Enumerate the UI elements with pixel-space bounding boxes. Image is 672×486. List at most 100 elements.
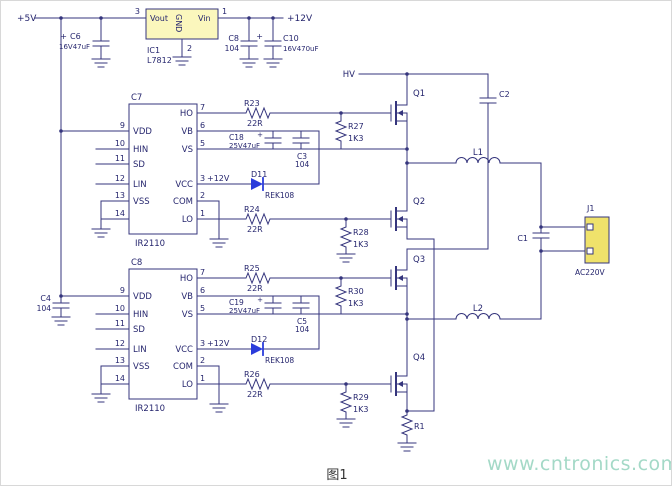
driver1-pin-number: 13 [115,191,125,200]
junction-dot [404,316,410,322]
driver2-pin-number: 5 [200,304,205,313]
driver1-pin-number: 6 [200,121,205,130]
driver2-pin-number: 1 [200,374,205,383]
diode-d11 [250,177,264,191]
j1-ref: J1 [586,204,594,213]
wire-bridge-output [358,73,586,444]
junction-dot [338,275,344,281]
diode-d12 [250,342,264,356]
driver2-pin-label-sd: SD [133,325,145,335]
capacitor-c1 [532,232,550,239]
q3-ref: Q3 [413,255,425,265]
driver1-pin-number: 5 [200,139,205,148]
junction-dot [404,408,410,414]
driver1-pin-number: 3 [200,174,205,183]
driver2-pin-label-lo: LO [182,380,193,390]
c2-ref: C2 [499,90,510,99]
ground-symbol [397,442,417,452]
ground-symbol [239,58,259,68]
ground-symbol [336,418,356,428]
c6-value: 16V47uF [59,43,90,51]
schematic-labels: +5V +12V 3 1 2 Vout Vin GND IC1 L7812 + … [17,7,672,483]
driver2-pin-number: 7 [200,268,205,277]
l1-ref: L1 [473,148,483,158]
junction-dot [343,381,349,387]
inductor-l2 [455,313,501,320]
d11-value: REK108 [265,191,294,200]
r1-ref: R1 [414,422,425,431]
c6-ref: C6 [70,32,81,41]
mosfet-q1 [390,101,408,125]
ic1-gnd-label: GND [174,14,183,32]
driver2-ref: C8 [131,258,142,268]
junction-dot [58,15,64,21]
r30-ref: R30 [348,287,364,296]
wire-driver2 [95,277,408,420]
resistor-r28 [340,224,352,250]
capacitor-c8 [240,40,258,47]
driver1-pin-label-lo: LO [182,215,193,225]
driver2-pin-label-lin: LIN [133,345,147,355]
junction-dot [338,110,344,116]
connector-j1-pin1 [586,223,594,231]
junction-dot [538,224,544,230]
capacitor-c3 [292,137,310,144]
driver2-12v-label: +12V [207,339,230,348]
driver1-pin-number: 14 [115,209,125,218]
driver1-pin-number: 10 [115,139,125,148]
ground-symbol [91,58,111,68]
r28-value: 1K3 [353,240,368,249]
driver1-pin-label-hin: HIN [133,145,148,155]
driver1-pin-label-ho: HO [180,109,193,119]
driver1-pin-label-vdd: VDD [133,127,152,137]
driver1-ic-body [128,103,198,235]
j1-value: AC220V [575,268,606,277]
r25-value: 22R [247,284,263,293]
resistor-r24 [243,213,273,225]
r28-ref: R28 [353,228,369,237]
resistor-r25 [243,272,273,284]
c18-value: 25V47uF [229,142,260,150]
driver2-pin-label-ho: HO [180,274,193,284]
d12-ref: D12 [251,335,267,344]
r24-value: 22R [247,225,263,234]
r23-ref: R23 [244,99,260,108]
driver1-12v-label: +12V [207,174,230,183]
driver2-part: IR2110 [135,404,165,414]
connector-j1-body [584,216,610,264]
ic1-regulator-body [145,8,219,40]
c6-polarity: + [60,32,67,41]
junction-dot [404,146,410,152]
c18-polarity: + [257,131,263,139]
r29-value: 1K3 [353,405,368,414]
ground-symbol [209,238,229,248]
driver2-pin-label-vss: VSS [133,362,150,372]
driver1-pin-label-sd: SD [133,160,145,170]
r24-ref: R24 [244,205,260,214]
l2-ref: L2 [473,304,483,314]
c4-ref: C4 [40,294,51,303]
driver1-pin-label-vcc: VCC [175,180,193,190]
c3-value: 104 [295,160,310,169]
site-watermark: www.cntronics.com [487,453,672,475]
driver2-pin-number: 12 [115,339,125,348]
capacitor-c10 [264,40,282,47]
driver2-pin-label-vb: VB [181,292,193,302]
c10-ref: C10 [283,34,299,43]
rail-12v-label: +12V [287,14,313,24]
r29-ref: R29 [353,393,369,402]
c1-ref: C1 [517,234,528,243]
driver1-pin-number: 7 [200,103,205,112]
ground-symbol [91,228,111,238]
resistor-r30 [335,283,347,309]
r26-ref: R26 [244,370,260,379]
c19-value: 25V47uF [229,307,260,315]
mosfet-q2 [390,207,408,231]
driver1-pin-label-com: COM [173,197,193,207]
ground-symbol [209,403,229,413]
driver2-pin-label-hin: HIN [133,310,148,320]
driver2-pin-label-vcc: VCC [175,345,193,355]
capacitor-c6 [92,40,110,47]
